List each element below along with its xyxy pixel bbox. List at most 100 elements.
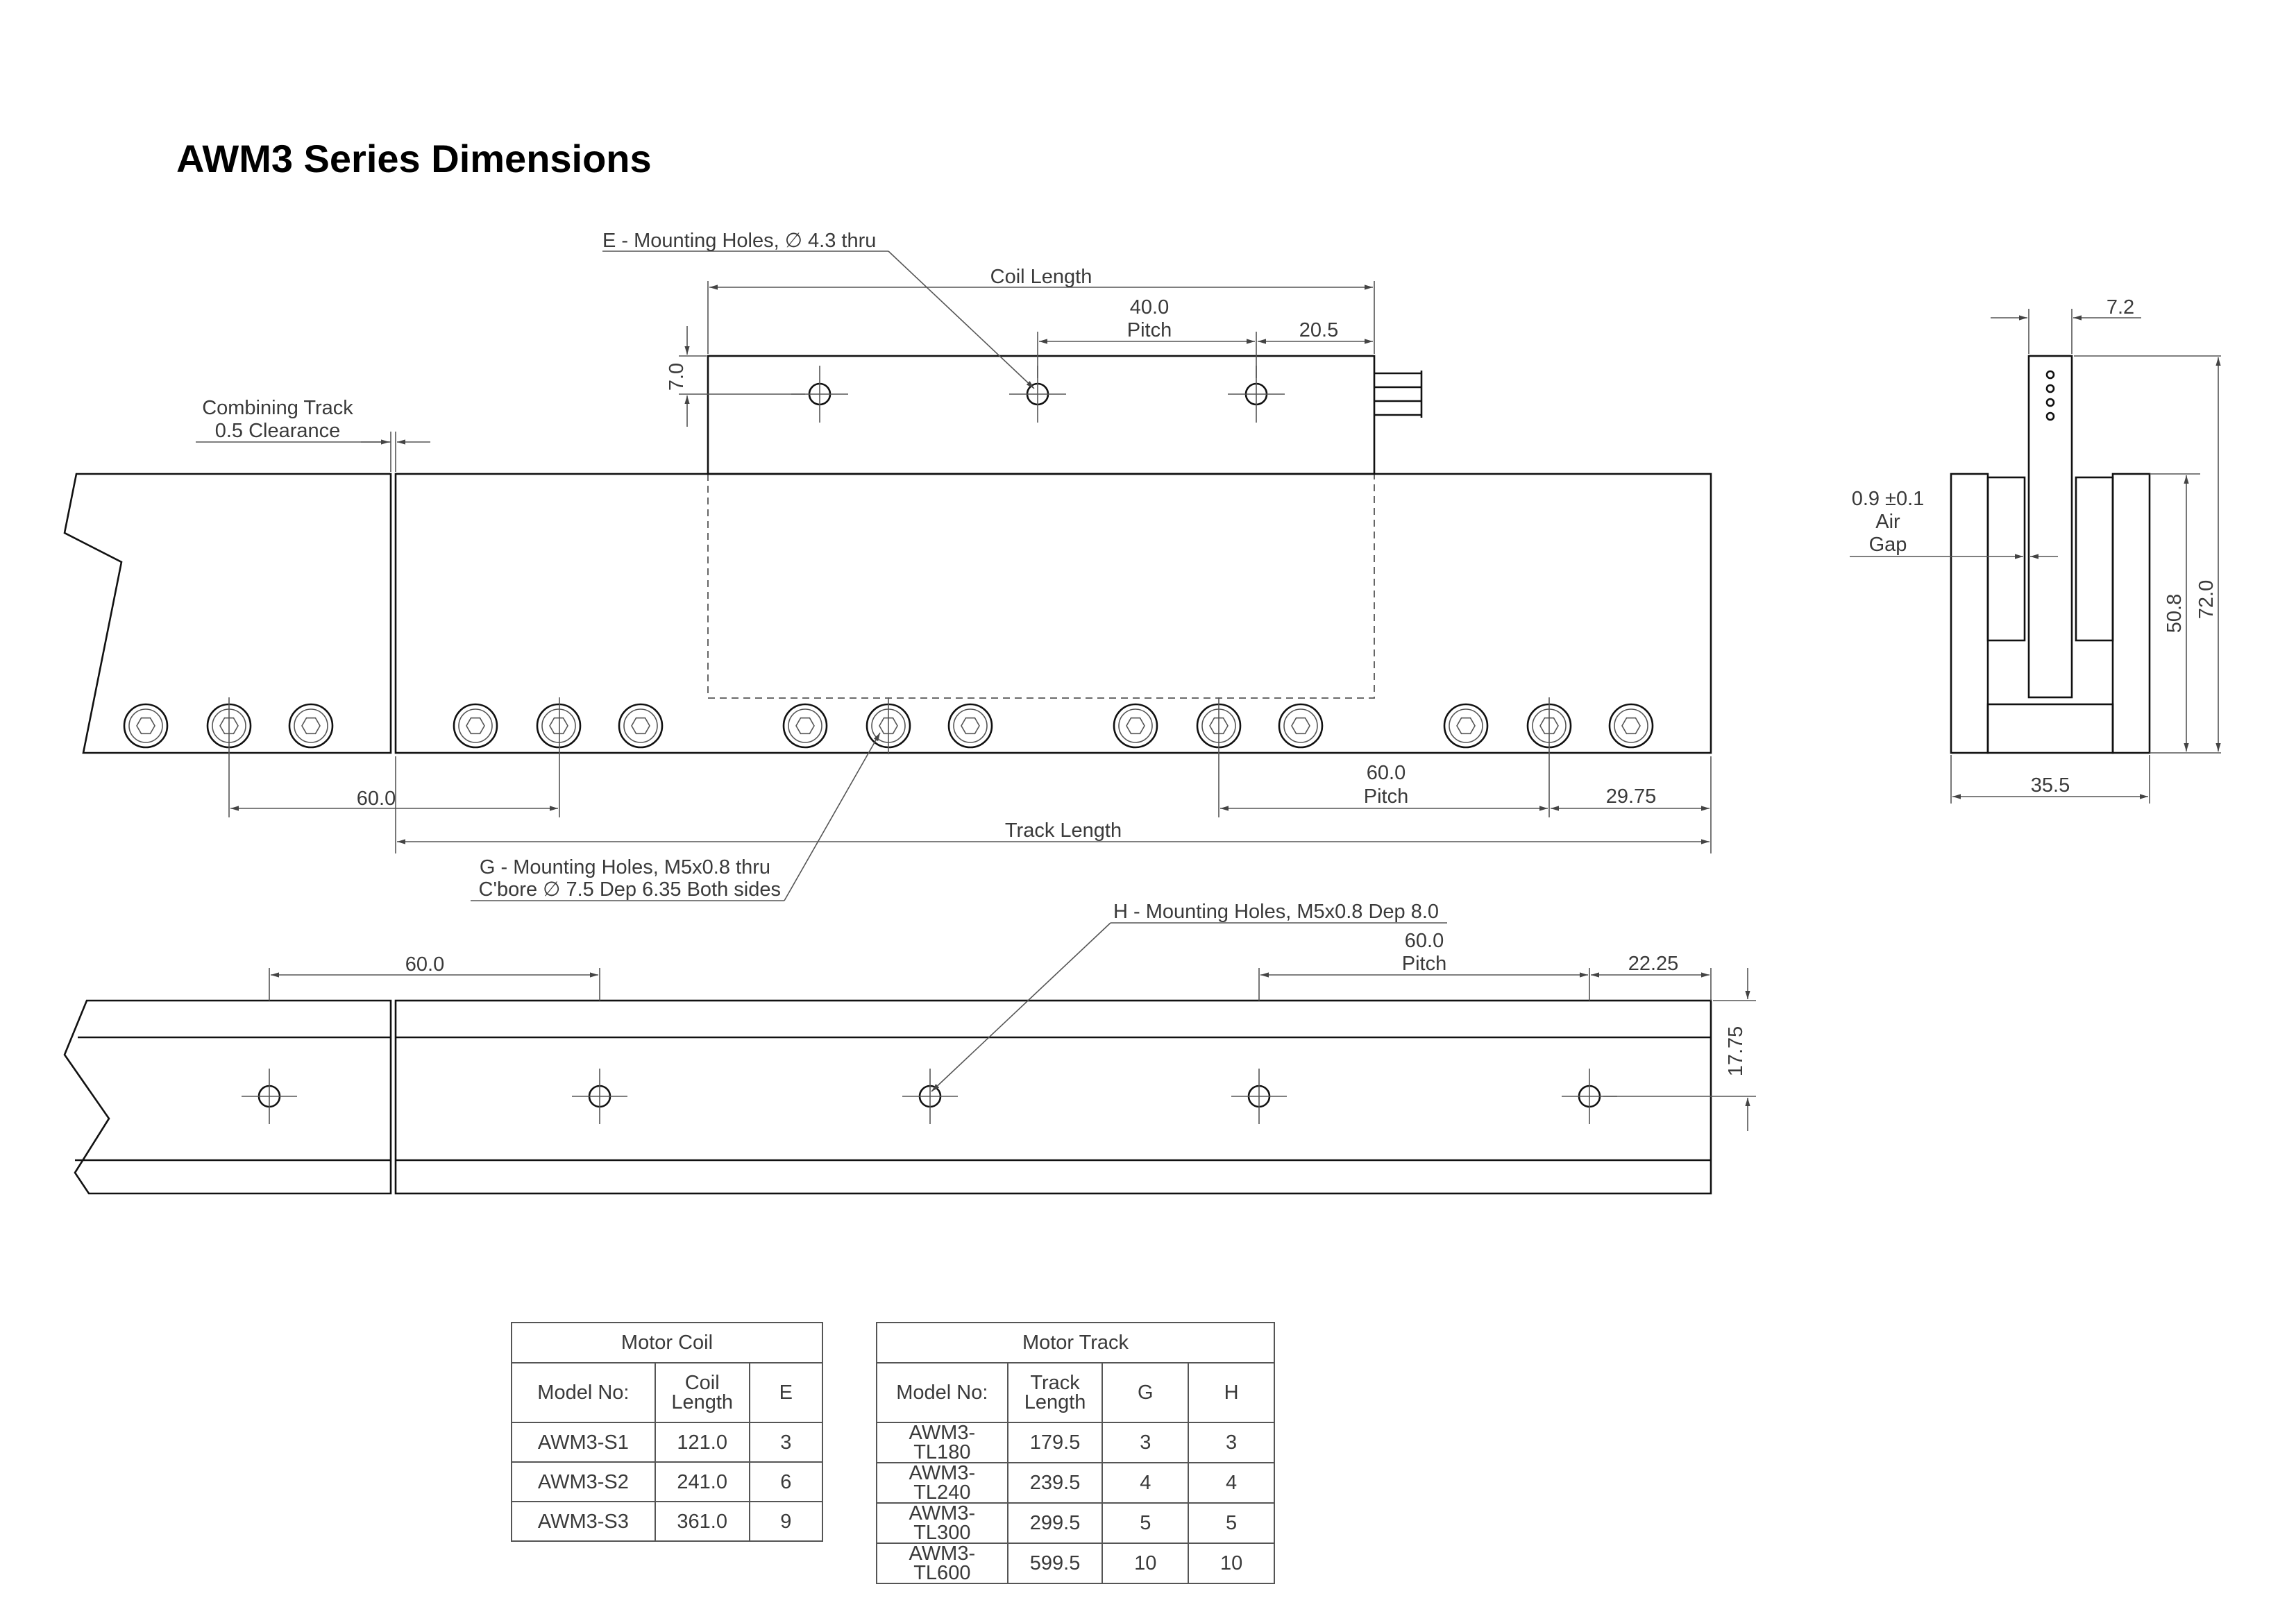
air-gap-label-gap: Gap	[1869, 534, 1907, 556]
motor-track-cell: 5	[1188, 1502, 1275, 1544]
motor-track-cell: AWM3-TL600	[876, 1543, 1008, 1584]
motor-track-cell: 4	[1188, 1462, 1275, 1504]
motor-coil-cell: 3	[748, 1422, 824, 1463]
track-header-g: G	[1101, 1362, 1190, 1423]
motor-track-caption: Motor Track	[876, 1322, 1275, 1363]
bottom-left-track-segment	[63, 999, 392, 1195]
track-channel-left-wall	[1950, 473, 1989, 754]
bottom-hole-spacing: 60.0	[405, 953, 444, 976]
counterbore-hole	[1443, 703, 1489, 749]
g-holes-label: G - Mounting Holes, M5x0.8 thru	[480, 856, 770, 878]
left-track-segment	[63, 473, 392, 754]
air-gap-label-air: Air	[1875, 511, 1900, 533]
e-holes-label: E - Mounting Holes, ∅ 4.3 thru	[602, 230, 876, 252]
coil-pitch-value: 40.0	[1130, 296, 1169, 318]
track-length-label: Track Length	[1005, 819, 1122, 842]
counterbore-hole	[1608, 703, 1654, 749]
combining-track-clearance: 0.5 Clearance	[215, 420, 341, 442]
motor-coil-cell: 9	[748, 1501, 824, 1542]
track-channel-base	[1986, 703, 2114, 754]
bottom-right-track-segment	[394, 999, 1712, 1195]
motor-track-cell: 3	[1101, 1422, 1190, 1463]
tapped-hole	[1231, 1069, 1287, 1124]
coil-hole-height: 7.0	[666, 363, 688, 391]
bottom-view-dimensions: H - Mounting Holes, M5x0.8 Dep 8.0 60.0 …	[269, 901, 1756, 1131]
drawing-title: AWM3 Series Dimensions	[176, 137, 652, 180]
motor-track-cell: 239.5	[1006, 1462, 1104, 1504]
combining-track-label: Combining Track	[202, 397, 353, 419]
motor-track-cell: 3	[1188, 1422, 1275, 1463]
counterbore-hole	[1278, 703, 1324, 749]
motor-track-cell: 4	[1101, 1462, 1190, 1504]
motor-coil-cell: AWM3-S2	[511, 1461, 656, 1502]
motor-coil-cell: 361.0	[654, 1501, 750, 1542]
bottom-hole-height: 17.75	[1725, 1026, 1747, 1077]
coil-blade	[2027, 355, 2073, 699]
motor-coil-cell: 6	[748, 1461, 824, 1502]
magnet-right	[2075, 476, 2114, 642]
motor-track-cell: AWM3-TL180	[876, 1422, 1008, 1463]
motor-track-cell: 299.5	[1006, 1502, 1104, 1544]
coil-length-label: Coil Length	[990, 266, 1092, 288]
motor-track-cell: 10	[1101, 1543, 1190, 1584]
coil-blade-connector-pins	[2045, 370, 2055, 421]
counterbore-hole	[782, 703, 828, 749]
coil-header-model: Model No:	[511, 1362, 656, 1423]
counterbore-hole	[1113, 703, 1158, 749]
front-view-dimensions: E - Mounting Holes, ∅ 4.3 thru Coil Leng…	[196, 230, 1712, 901]
coil-end-offset: 20.5	[1299, 319, 1338, 341]
motor-track-cell: 599.5	[1006, 1543, 1104, 1584]
counterbore-hole	[288, 703, 334, 749]
side-width: 35.5	[2031, 774, 2070, 797]
tapped-hole	[242, 1069, 297, 1124]
motor-track-cell: 179.5	[1006, 1422, 1104, 1463]
track-hole-spacing: 60.0	[357, 788, 396, 810]
motor-coil-cell: AWM3-S1	[511, 1422, 656, 1463]
h-holes-label: H - Mounting Holes, M5x0.8 Dep 8.0	[1113, 901, 1439, 923]
coil-header-e: E	[748, 1362, 824, 1423]
side-blade-width: 7.2	[2107, 296, 2134, 318]
side-view-dimensions: 7.2 0.9 ±0.1 Air Gap 50.8 72.0 35.5	[1850, 296, 2221, 804]
g-holes-counterbore: C'bore ∅ 7.5 Dep 6.35 Both sides	[479, 878, 781, 901]
counterbore-hole	[536, 703, 582, 749]
tapped-hole	[902, 1069, 958, 1124]
magnet-left	[1986, 476, 2026, 642]
front-view	[63, 355, 1712, 754]
bottom-pitch-label: Pitch	[1402, 953, 1446, 975]
counterbore-hole	[618, 703, 664, 749]
coil-cable-connector	[1374, 371, 1423, 418]
counterbore-hole	[123, 703, 169, 749]
air-gap-value: 0.9 ±0.1	[1852, 488, 1925, 510]
track-channel-right-wall	[2111, 473, 2151, 754]
right-track-segment	[394, 473, 1712, 754]
track-header-h: H	[1188, 1362, 1275, 1423]
side-view	[1950, 355, 2151, 754]
motor-coil-cell: AWM3-S3	[511, 1501, 656, 1542]
track-pitch-value: 60.0	[1367, 762, 1406, 784]
coil-pitch-label: Pitch	[1127, 319, 1172, 341]
track-end-offset: 29.75	[1606, 785, 1657, 808]
motor-coil-body	[707, 355, 1376, 475]
bottom-end-offset: 22.25	[1628, 953, 1679, 975]
track-counterbore-holes	[123, 697, 1654, 754]
motor-track-cell: AWM3-TL300	[876, 1502, 1008, 1544]
bottom-pitch-value: 60.0	[1405, 930, 1444, 952]
motor-track-cell: 10	[1188, 1543, 1275, 1584]
motor-track-cell: AWM3-TL240	[876, 1462, 1008, 1504]
track-header-model: Model No:	[876, 1362, 1008, 1423]
bottom-view	[63, 999, 1712, 1195]
